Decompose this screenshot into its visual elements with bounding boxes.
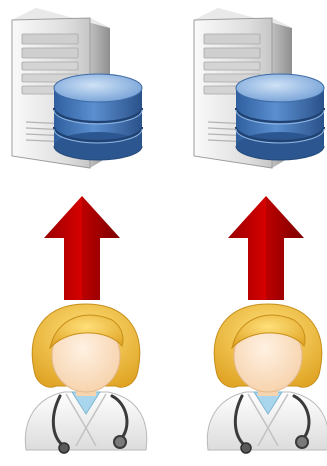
up-arrow-icon [228, 196, 304, 300]
doctor-nurse-avatar-icon [23, 302, 149, 455]
server-tower-icon [192, 6, 326, 170]
column-1 [10, 6, 149, 455]
column-2 [192, 6, 327, 455]
doctor-nurse-avatar-icon [205, 302, 327, 455]
up-arrow-icon [44, 196, 120, 300]
server-tower-icon [10, 6, 144, 170]
